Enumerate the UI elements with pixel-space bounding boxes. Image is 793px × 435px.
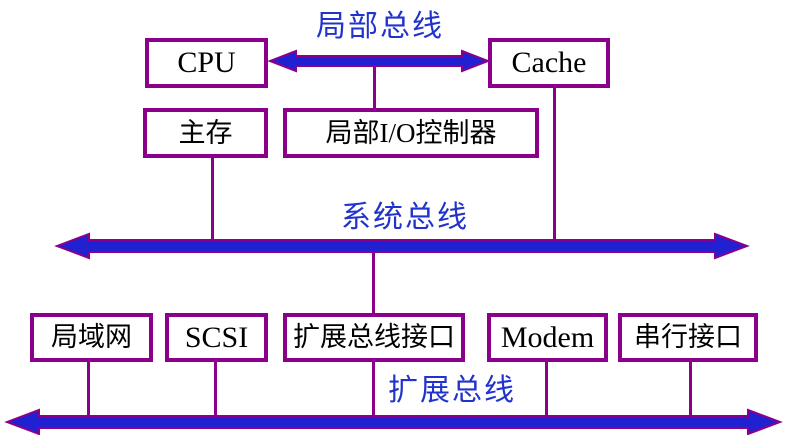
local-bus-arrow: [267, 49, 491, 73]
system-bus-label: 系统总线: [341, 201, 469, 234]
connector-systembus-to-interface: [372, 251, 375, 313]
expansion-bus-label: 扩展总线: [388, 374, 516, 407]
expansion-bus-arrow: [4, 408, 783, 435]
system-bus-arrow: [54, 232, 750, 260]
connector-serial-to-expansionbus: [689, 361, 692, 417]
node-cpu: CPU: [145, 38, 268, 88]
node-scsi: SCSI: [165, 313, 268, 362]
node-local-io-controller: 局部I/O控制器: [283, 108, 539, 158]
connector-mainmemory-to-systembus: [211, 157, 214, 241]
connector-cache-to-systembus: [553, 87, 556, 241]
connector-lan-to-expansionbus: [87, 361, 90, 417]
connector-localbus-to-io-controller: [373, 66, 376, 108]
local-bus-label: 局部总线: [316, 10, 444, 43]
node-expansion-bus-interface: 扩展总线接口: [283, 313, 465, 362]
node-modem: Modem: [487, 313, 608, 362]
node-serial-interface: 串行接口: [618, 313, 758, 362]
connector-scsi-to-expansionbus: [214, 361, 217, 417]
node-lan: 局域网: [30, 313, 153, 362]
connector-modem-to-expansionbus: [545, 361, 548, 417]
connector-interface-to-expansionbus: [372, 361, 375, 417]
node-cache: Cache: [488, 38, 610, 88]
node-main-memory: 主存: [143, 108, 268, 158]
